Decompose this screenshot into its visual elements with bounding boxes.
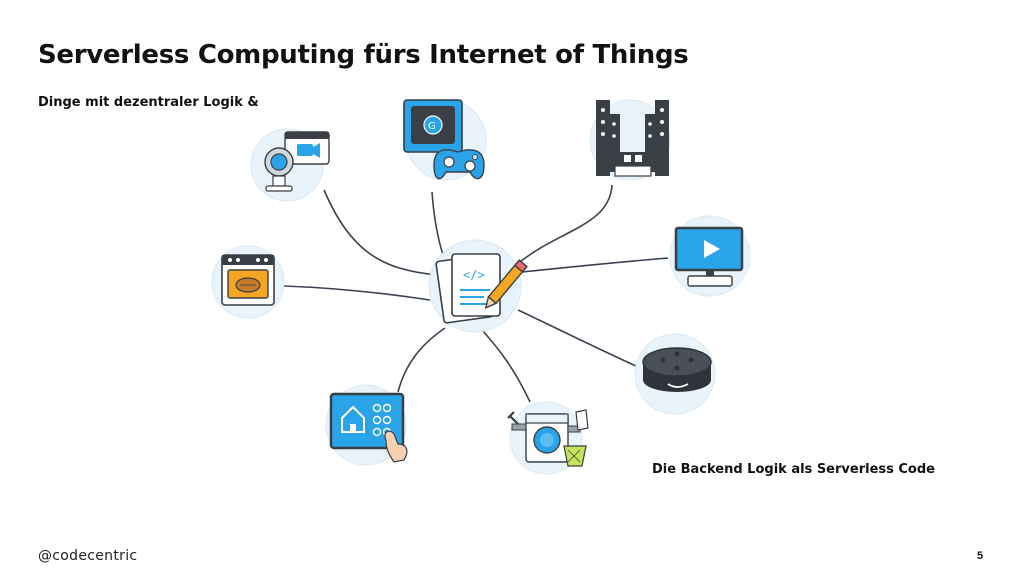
connector-webcam [323, 189, 439, 276]
smart-home-tablet-icon [325, 384, 408, 466]
speaker-system-icon [589, 99, 671, 181]
game-console-icon: G [403, 99, 487, 181]
page-number: 5 [977, 550, 984, 562]
svg-text:G: G [428, 121, 436, 132]
page-title: Serverless Computing fürs Internet of Th… [38, 40, 689, 70]
smart-speaker-icon [634, 333, 716, 415]
connector-washer [481, 329, 531, 403]
washing-machine-icon [507, 401, 589, 475]
code-document-icon: </> [428, 239, 528, 333]
connector-oven [283, 285, 431, 301]
svg-text:</>: </> [463, 268, 485, 282]
webcam-icon [250, 128, 330, 202]
connector-lines [283, 184, 669, 403]
connector-console [431, 191, 445, 259]
connector-tablet [397, 327, 446, 393]
oven-icon [211, 245, 285, 319]
diagram-caption: Die Backend Logik als Serverless Code [652, 462, 935, 477]
connector-speakers [519, 184, 613, 263]
connector-tv [521, 257, 669, 273]
connector-echo [517, 309, 637, 367]
brand-logo: @codecentric [38, 548, 138, 564]
tv-icon [669, 215, 751, 297]
page-subtitle: Dinge mit dezentraler Logik & [38, 95, 259, 110]
